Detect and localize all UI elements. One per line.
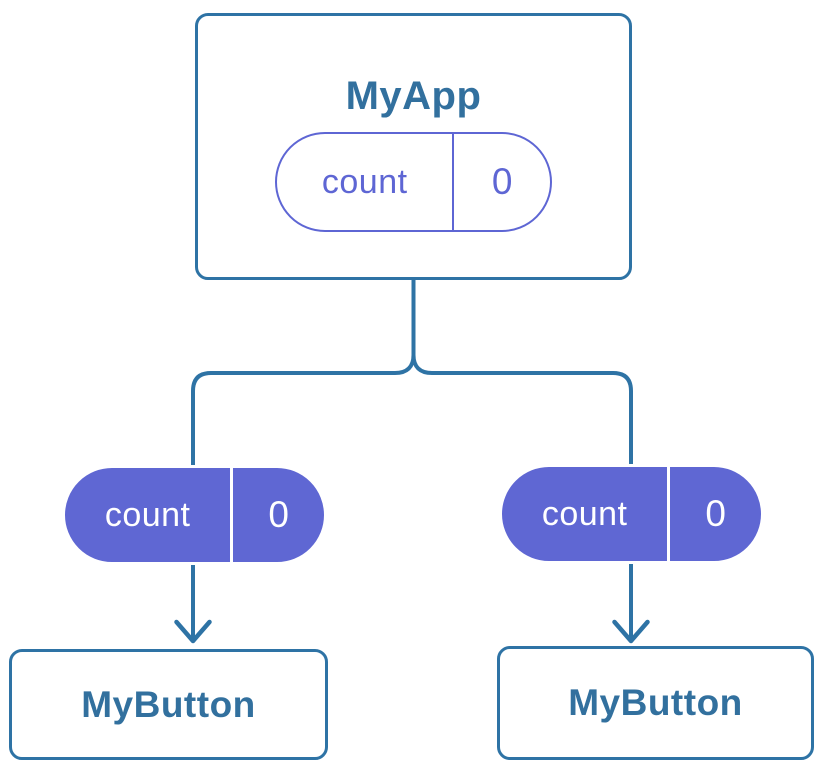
right-child-component-title: MyButton <box>568 682 743 723</box>
left-branch-line <box>191 354 416 466</box>
root-component-title: MyApp <box>345 74 482 118</box>
left-prop-pill: count 0 <box>62 465 327 565</box>
right-branch-line <box>411 354 633 466</box>
left-child-component-title: MyButton <box>81 683 256 725</box>
left-prop-name-label: count <box>65 468 234 562</box>
right-arrowhead-icon <box>612 619 650 644</box>
state-value: 0 <box>491 161 513 202</box>
left-arrowhead-icon <box>174 619 212 644</box>
root-state-pill: count 0 <box>275 132 552 232</box>
left-child-component-card: MyButton <box>9 649 328 760</box>
right-prop-pill: count 0 <box>499 464 764 564</box>
root-component-card: MyApp count 0 <box>195 13 632 280</box>
right-prop-name-label: count <box>502 467 671 561</box>
right-prop-value: 0 <box>705 493 726 534</box>
right-child-component-card: MyButton <box>497 646 814 760</box>
left-prop-value: 0 <box>268 494 289 535</box>
state-name-label: count <box>277 134 455 230</box>
